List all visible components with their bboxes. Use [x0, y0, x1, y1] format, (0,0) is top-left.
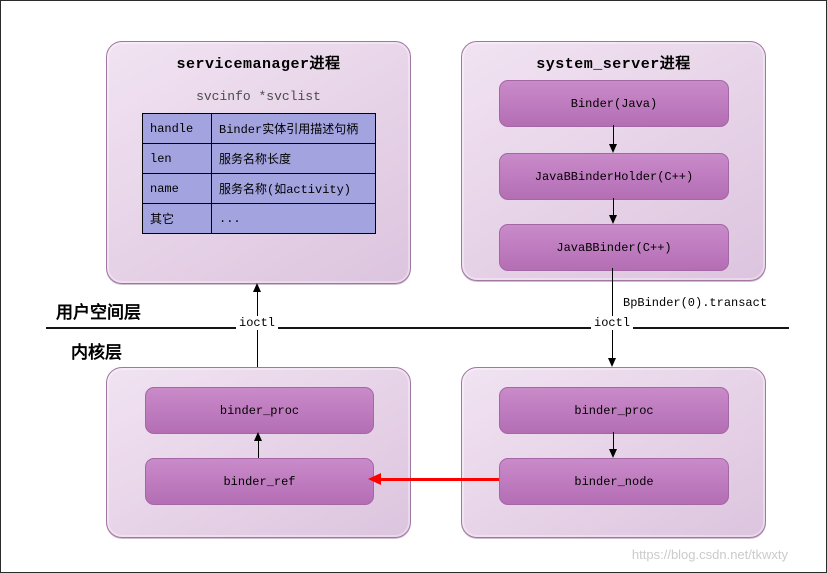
table-cell-key: name — [142, 173, 212, 204]
system-server-process-box: system_server进程 Binder(Java) JavaBBinder… — [461, 41, 766, 281]
table-cell-value: ... — [211, 203, 376, 234]
node-binder-proc-right: binder_proc — [499, 387, 729, 434]
table-cell-key: len — [142, 143, 212, 174]
arrow-line-ref-to-proc — [258, 441, 259, 458]
kernel-box-system-server: binder_proc binder_node — [461, 367, 766, 538]
kernel-layer-label: 内核层 — [71, 343, 122, 362]
table-row: 其它 ... — [142, 203, 376, 234]
system-server-title: system_server进程 — [536, 56, 691, 73]
table-row: handle Binder实体引用描述句柄 — [142, 113, 376, 144]
node-binder-java: Binder(Java) — [499, 80, 729, 127]
arrowhead-down-icon — [609, 144, 617, 153]
node-binder-proc-left: binder_proc — [145, 387, 374, 434]
table-cell-value: 服务名称长度 — [211, 143, 376, 174]
arrow-line-binder-to-holder — [613, 125, 614, 144]
layer-divider-line — [46, 327, 789, 329]
servicemanager-title: servicemanager进程 — [176, 56, 341, 73]
table-cell-key: 其它 — [142, 203, 212, 234]
ioctl-line-right — [612, 268, 613, 359]
bpbinder-transact-label: BpBinder(0).transact — [623, 296, 768, 310]
user-space-layer-label: 用户空间层 — [56, 303, 141, 322]
arrowhead-down-icon — [609, 449, 617, 458]
red-reference-arrow-line — [380, 478, 499, 481]
node-javabbinderholder: JavaBBinderHolder(C++) — [499, 153, 729, 200]
red-arrowhead-left-icon — [368, 473, 381, 485]
node-binder-node: binder_node — [499, 458, 729, 505]
node-binder-ref: binder_ref — [145, 458, 374, 505]
table-row: name 服务名称(如activity) — [142, 173, 376, 204]
arrow-line-proc-to-node — [613, 432, 614, 449]
table-cell-value: Binder实体引用描述句柄 — [211, 113, 376, 144]
ioctl-label-left: ioctl — [235, 316, 279, 330]
table-cell-value: 服务名称(如activity) — [211, 173, 376, 204]
ioctl-label-right: ioctl — [590, 316, 634, 330]
svclist-subtitle: svcinfo *svclist — [196, 89, 321, 104]
servicemanager-process-box: servicemanager进程 svcinfo *svclist handle… — [106, 41, 411, 284]
node-javabbinder: JavaBBinder(C++) — [499, 224, 729, 271]
kernel-box-servicemanager: binder_proc binder_ref — [106, 367, 411, 538]
table-row: len 服务名称长度 — [142, 143, 376, 174]
arrow-line-holder-to-javabbinder — [613, 198, 614, 215]
arrowhead-up-icon — [253, 283, 261, 292]
svcinfo-table: handle Binder实体引用描述句柄 len 服务名称长度 name 服务… — [142, 113, 376, 234]
arrowhead-down-icon — [608, 358, 616, 367]
table-cell-key: handle — [142, 113, 212, 144]
arrowhead-down-icon — [609, 215, 617, 224]
watermark-url: https://blog.csdn.net/tkwxty — [631, 547, 788, 562]
arrowhead-up-icon — [254, 432, 262, 441]
